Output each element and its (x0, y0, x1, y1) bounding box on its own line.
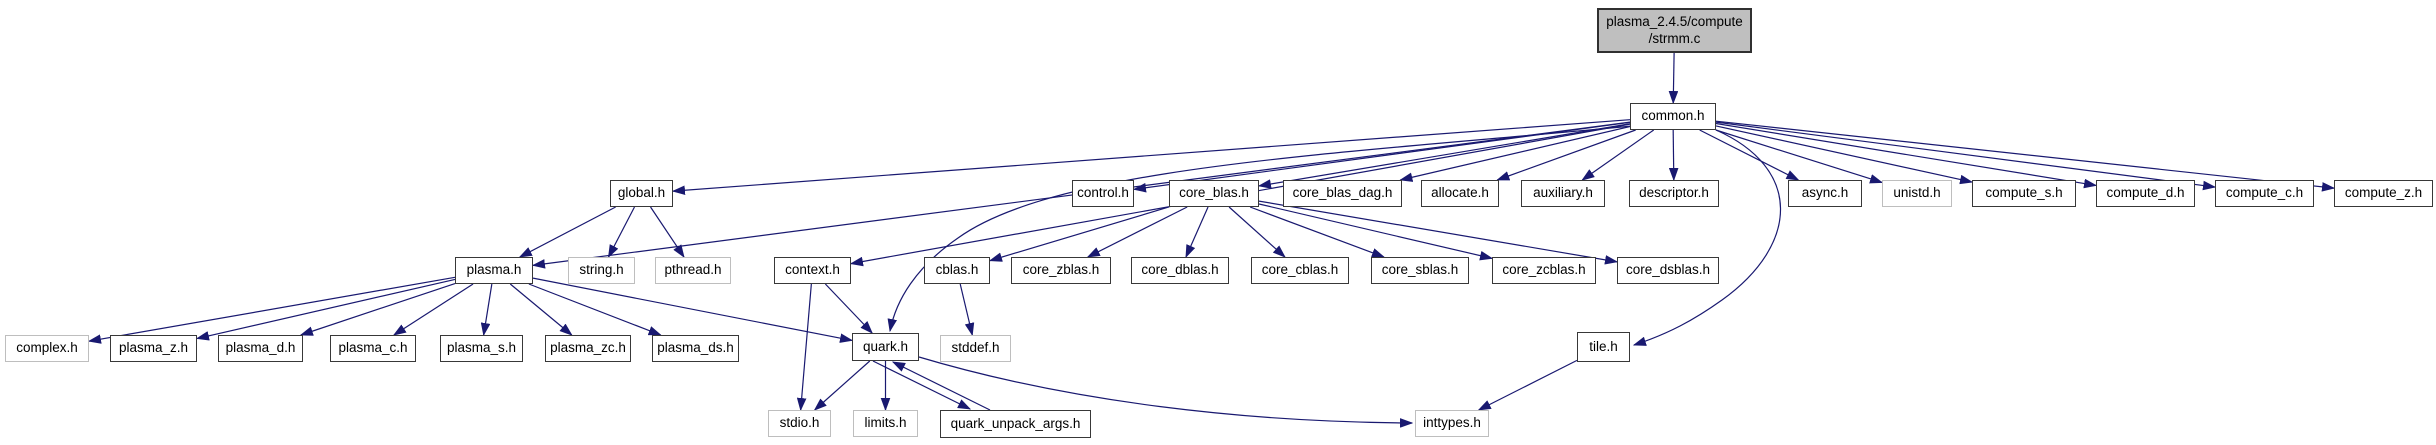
edge-global-h-to-plasma-h (518, 206, 616, 258)
graph-node-async-h[interactable]: async.h (1788, 180, 1862, 207)
graph-node-descriptor-h[interactable]: descriptor.h (1629, 180, 1719, 207)
edge-core-blas-h-to-core-dblas-h (1185, 206, 1209, 259)
graph-node-auxiliary-h[interactable]: auxiliary.h (1521, 180, 1605, 207)
graph-node-plasma-z-h[interactable]: plasma_z.h (110, 335, 197, 362)
edge-common-h-to-auxiliary-h (1581, 129, 1655, 181)
graph-node-allocate-h[interactable]: allocate.h (1421, 180, 1499, 207)
edge-context-h-to-stdio-h (796, 283, 812, 412)
graph-node-core-cblas-h[interactable]: core_cblas.h (1251, 257, 1349, 284)
edge-strmm-c-to-common-h (1668, 52, 1679, 105)
edge-core-blas-h-to-core-zcblas-h (1258, 203, 1494, 261)
edge-common-h-to-core-blas-dag-h (1399, 125, 1631, 182)
graph-node-plasma-s-h[interactable]: plasma_s.h (440, 335, 523, 362)
edge-plasma-h-to-plasma-zc-h (509, 283, 573, 336)
edge-common-h-to-core-blas-h (1257, 123, 1631, 189)
graph-node-compute-c-h[interactable]: compute_c.h (2215, 180, 2314, 207)
graph-node-complex-h: complex.h (5, 335, 89, 362)
edge-common-h-to-unistd-h (1715, 129, 1884, 184)
edge-quark-h-to-stdio-h (813, 360, 871, 411)
edge-plasma-h-to-complex-h (87, 276, 456, 344)
graph-node-core-zcblas-h[interactable]: core_zcblas.h (1492, 257, 1596, 284)
edge-common-h-to-tile-h (1632, 129, 1781, 346)
graph-node-stddef-h: stddef.h (940, 335, 1011, 362)
graph-node-inttypes-h: inttypes.h (1415, 410, 1489, 437)
graph-node-strmm-c: plasma_2.4.5/compute /strmm.c (1597, 8, 1752, 53)
edge-quark-h-to-inttypes-h (918, 356, 1414, 428)
graph-node-compute-z-h[interactable]: compute_z.h (2334, 180, 2433, 207)
graph-node-core-dblas-h[interactable]: core_dblas.h (1131, 257, 1229, 284)
graph-node-context-h[interactable]: context.h (774, 257, 851, 284)
graph-node-tile-h[interactable]: tile.h (1577, 332, 1630, 362)
edge-plasma-h-to-quark-h (532, 277, 854, 343)
edge-core-blas-h-to-core-zblas-h (1086, 206, 1188, 258)
graph-node-limits-h: limits.h (853, 410, 918, 437)
edge-common-h-to-async-h (1699, 129, 1800, 181)
edge-common-h-to-allocate-h (1496, 129, 1636, 181)
graph-node-quark-unpack-args-h[interactable]: quark_unpack_args.h (940, 410, 1091, 438)
graph-node-global-h[interactable]: global.h (610, 180, 673, 207)
graph-node-quark-h[interactable]: quark.h (852, 333, 919, 361)
edge-global-h-to-string-h (607, 206, 636, 259)
graph-node-compute-d-h[interactable]: compute_d.h (2096, 180, 2195, 207)
edge-core-blas-h-to-core-sblas-h (1249, 206, 1386, 258)
edge-plasma-h-to-plasma-z-h (195, 278, 456, 341)
edge-common-h-to-compute-c-h (1715, 121, 2217, 191)
edge-global-h-to-pthread-h (650, 206, 685, 258)
edge-core-blas-h-to-cblas-h (988, 206, 1170, 262)
graph-node-plasma-d-h[interactable]: plasma_d.h (218, 335, 303, 362)
edge-common-h-to-compute-d-h (1715, 122, 2098, 189)
edge-common-h-to-compute-z-h (1715, 120, 2336, 192)
graph-node-core-blas-h[interactable]: core_blas.h (1169, 180, 1259, 207)
edge-plasma-h-to-plasma-d-h (299, 282, 456, 336)
edge-core-blas-h-to-core-cblas-h (1228, 206, 1286, 258)
edge-plasma-h-to-plasma-c-h (392, 283, 474, 336)
graph-node-core-dsblas-h[interactable]: core_dsblas.h (1617, 257, 1719, 284)
edge-tile-h-to-inttypes-h (1477, 359, 1578, 411)
graph-node-plasma-c-h[interactable]: plasma_c.h (330, 335, 416, 362)
edge-common-h-to-quark-h (887, 125, 1633, 333)
edge-plasma-h-to-plasma-s-h (480, 283, 493, 337)
graph-node-control-h[interactable]: control.h (1072, 180, 1134, 207)
graph-node-unistd-h: unistd.h (1882, 180, 1952, 207)
graph-node-pthread-h: pthread.h (655, 257, 731, 284)
edge-common-h-to-descriptor-h (1668, 129, 1679, 182)
edge-core-blas-h-to-core-dsblas-h (1258, 200, 1619, 265)
graph-node-core-blas-dag-h[interactable]: core_blas_dag.h (1283, 180, 1402, 207)
graph-node-core-zblas-h[interactable]: core_zblas.h (1011, 257, 1111, 284)
graph-node-stdio-h: stdio.h (768, 410, 831, 437)
edge-quark-unpack-args-h-to-quark-h (891, 361, 991, 411)
graph-node-common-h[interactable]: common.h (1630, 103, 1716, 130)
edge-cblas-h-to-stddef-h (959, 283, 975, 337)
graph-node-plasma-ds-h[interactable]: plasma_ds.h (652, 335, 739, 362)
graph-node-compute-s-h[interactable]: compute_s.h (1972, 180, 2076, 207)
edge-common-h-to-global-h (671, 119, 1631, 196)
edge-plasma-h-to-plasma-ds-h (528, 283, 662, 336)
edge-quark-h-to-quark-unpack-args-h (872, 360, 972, 410)
graph-node-cblas-h[interactable]: cblas.h (924, 257, 990, 284)
edge-common-h-to-compute-s-h (1715, 125, 1974, 185)
graph-node-string-h: string.h (568, 257, 635, 284)
graph-node-plasma-h[interactable]: plasma.h (455, 257, 533, 284)
graph-node-core-sblas-h[interactable]: core_sblas.h (1371, 257, 1469, 284)
graph-node-plasma-zc-h[interactable]: plasma_zc.h (545, 335, 631, 362)
edge-context-h-to-quark-h (824, 283, 873, 334)
